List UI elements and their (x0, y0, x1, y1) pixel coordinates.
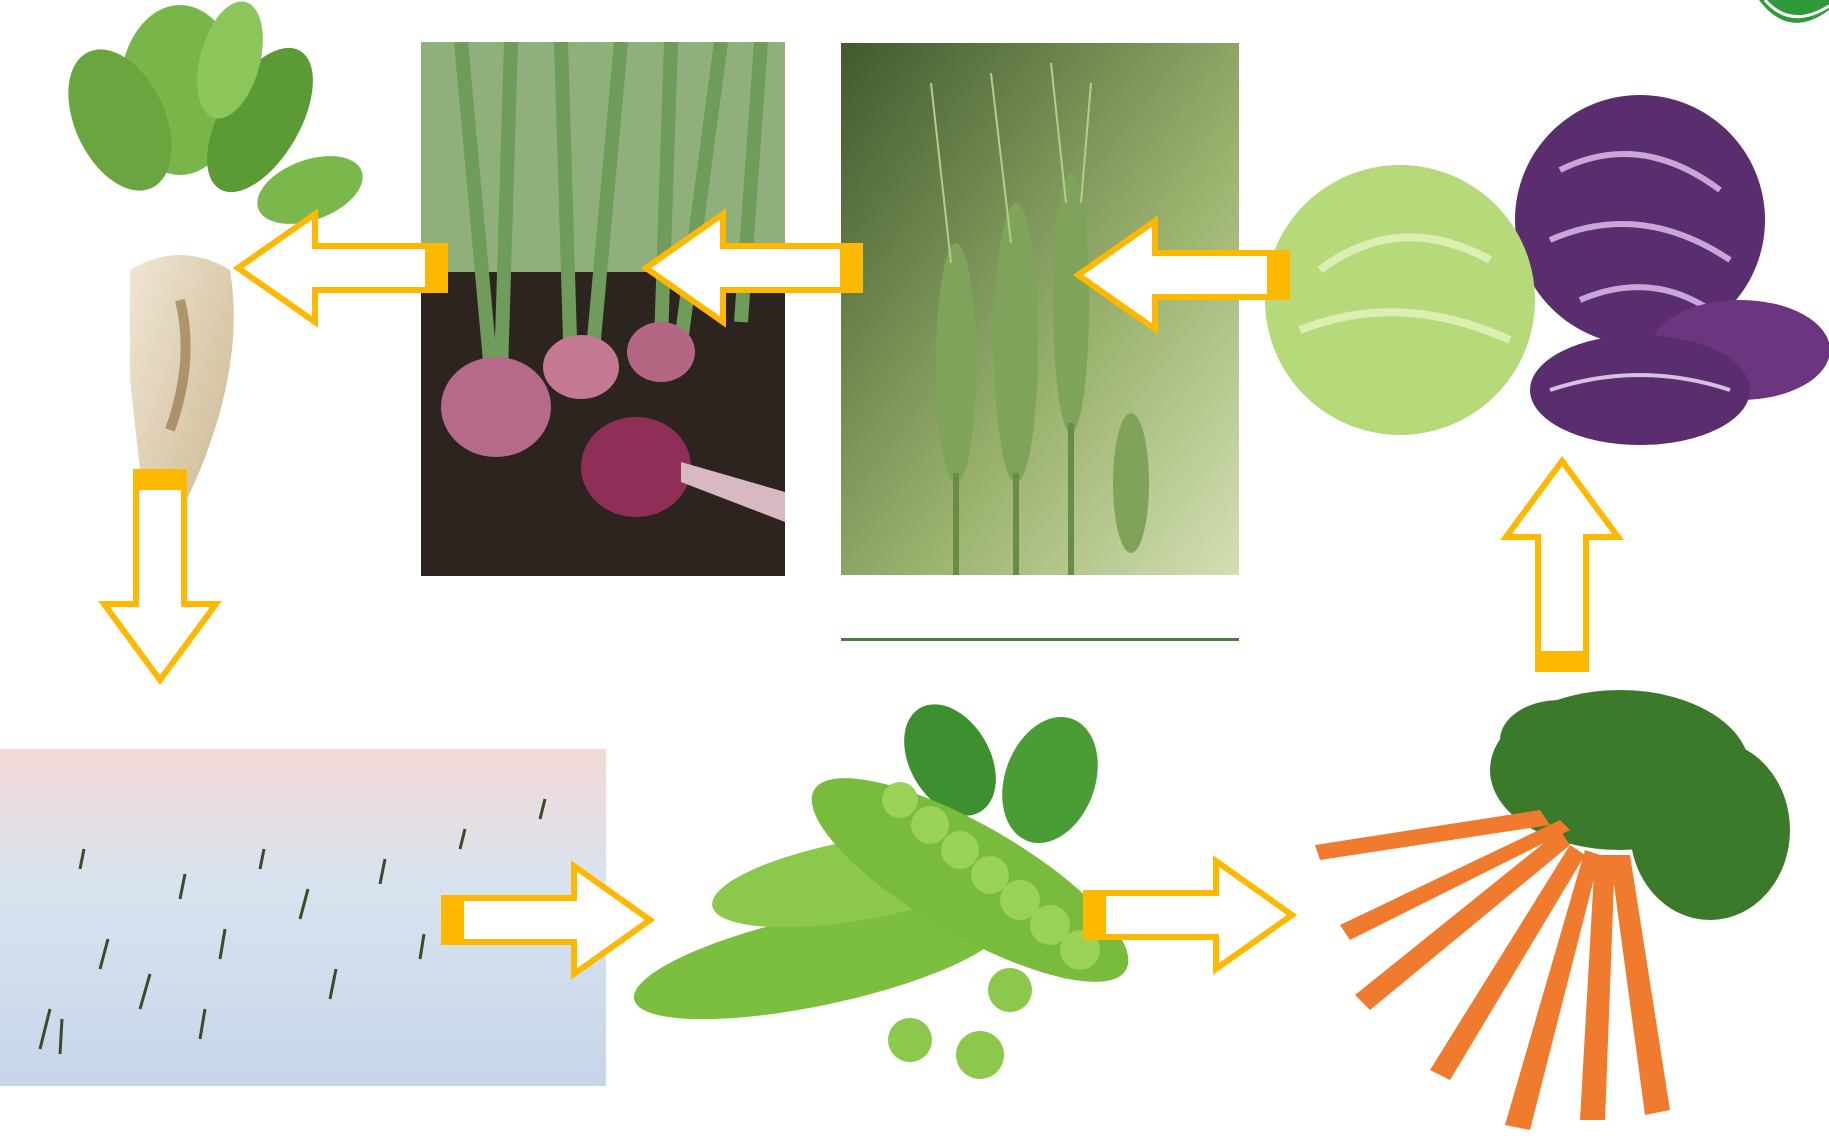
carrot-photo (1260, 680, 1829, 1136)
arrow-peas-to-carrot (1080, 855, 1300, 975)
arrow-winter-crop-to-peas (438, 860, 658, 980)
arrow-carrot-to-cabbage (1500, 455, 1624, 675)
arrow-cabbage-to-wheat (1070, 215, 1295, 335)
arrow-onion-to-sugar-beet (230, 208, 450, 328)
arrow-wheat-to-onion (638, 208, 868, 328)
cabbage-photo (1260, 90, 1829, 460)
arrow-sugar-beet-to-winter-crop (98, 468, 222, 688)
divider-line (841, 638, 1239, 641)
logo-icon (1749, 0, 1829, 30)
